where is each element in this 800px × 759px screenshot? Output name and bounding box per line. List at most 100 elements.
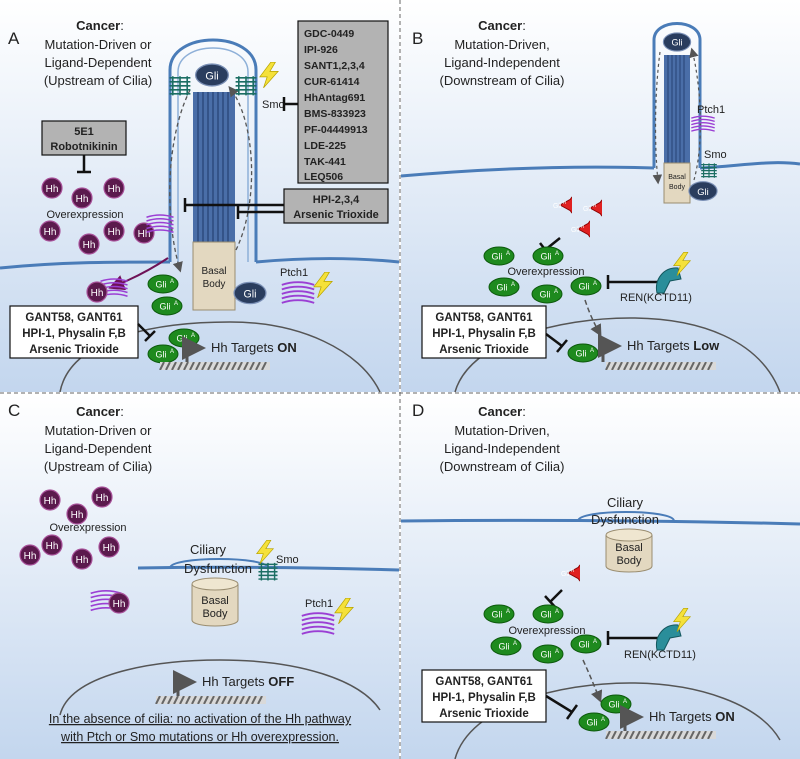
hh-ligand (103, 177, 125, 199)
hh-ligand (91, 486, 113, 508)
panel-d-glia (532, 644, 564, 664)
panel-a-glia (147, 344, 179, 364)
smo-inhibitor: LDE-225 (304, 140, 346, 152)
panel-a-plasma-membrane (0, 257, 400, 270)
panel-d-ciliary-label-1: Ciliary (607, 495, 644, 510)
panel-b-retrograde-arrow (652, 51, 663, 185)
panel-a-smo-inhibitor-box (297, 20, 389, 184)
panel-b-letter: B (412, 29, 423, 48)
panel-a: A Cancer: Mutation-Driven or Ligand-Depe… (0, 18, 400, 393)
panel-b-targets: Hh Targets Low (627, 338, 720, 353)
panel-c-footnote-2: with Ptch or Smo mutations or Hh overexp… (60, 730, 339, 744)
panel-b-title-colon: : (522, 18, 526, 33)
panel-a-smo-label: Smo (262, 99, 285, 111)
panel-c-subtitle-2: Ligand-Dependent (45, 441, 152, 456)
panel-a-cilia-inhibitor-box (283, 188, 389, 224)
smo-inhibitor: SANT1,2,3,4 (304, 60, 365, 72)
panel-b-ptch1-label: Ptch1 (697, 104, 725, 116)
panel-b-basal-label-2: Body (669, 184, 685, 191)
panel-b-gli-inhibitor-3: Arsenic Trioxide (439, 344, 528, 356)
panel-a-glia (147, 274, 179, 294)
panel-a-smo-icon-left (168, 75, 192, 96)
panel-b-gli-inhibitor-2: HPI-1, Physalin F,B (432, 328, 536, 340)
smo-inhibitor: GDC-0449 (304, 28, 354, 40)
panel-b-gli-basal (688, 181, 718, 201)
panel-b-gli-cilia-tip (662, 32, 692, 52)
panel-b-basal-body: Basal Body (663, 162, 691, 204)
hh-ligand (41, 177, 63, 199)
panel-b-targets-state: Low (693, 338, 720, 353)
panel-a-gli-membrane (233, 281, 267, 305)
panel-a-targets: Hh Targets ON (211, 340, 297, 355)
panel-d-defective-cilium (577, 511, 675, 522)
hh-ligand (78, 233, 100, 255)
panel-b-glia (570, 276, 602, 296)
panel-a-smo-icon-right (234, 75, 258, 96)
panel-c-targets-prefix: Hh Targets (202, 674, 268, 689)
panel-b-gli-inhibit-line (545, 333, 563, 347)
panel-d-glia (600, 694, 632, 714)
panel-a-transcription-arrow (182, 336, 206, 362)
smo-inhibitor: HhAntag691 (304, 92, 365, 104)
smo-inhibitor: TAK-441 (304, 156, 346, 168)
smo-inhibitor: CUR-61414 (304, 76, 360, 88)
smo-inhibitor: PF-04449913 (304, 124, 368, 136)
panel-b-gli-inhibitor-1: GANT58, GANT61 (435, 312, 533, 324)
panel-a-targets-prefix: Hh Targets (211, 340, 277, 355)
panel-d-gli-inhibit-line (545, 694, 573, 714)
panel-c-overexpression-label: Overexpression (49, 522, 126, 534)
panel-d-title-bold: Cancer (478, 404, 522, 419)
panel-c-targets: Hh Targets OFF (202, 674, 294, 689)
hh-ligand (19, 544, 41, 566)
panel-b-dna (604, 362, 718, 370)
panel-b-subtitle-2: Ligand-Independent (444, 55, 560, 70)
hh-ligand (103, 220, 125, 242)
panel-c-basal-body: Basal Body (191, 577, 239, 627)
panel-d-gli-inhibitor-2: HPI-1, Physalin F,B (432, 692, 536, 704)
panel-b-axoneme (664, 55, 690, 163)
panel-a-hh-secretion-arrow (108, 257, 169, 291)
panel-a-title-bold: Cancer (76, 18, 120, 33)
panel-b-basal-label-1: Basal (668, 174, 686, 181)
panel-a-subtitle-2: Ligand-Dependent (45, 55, 152, 70)
panel-d-subtitle-1: Mutation-Driven, (454, 423, 549, 438)
panel-a-ptch1-label: Ptch1 (280, 267, 308, 279)
panel-a-title: Cancer: (76, 18, 124, 33)
panel-b-smo-icon (700, 162, 718, 178)
smo-inhibitor: LEQ506 (304, 171, 343, 183)
hh-ligand (71, 187, 93, 209)
panel-a-basal-body: Basal Body (192, 241, 236, 311)
smo-inhibitor: IPI-926 (304, 44, 338, 56)
panel-d-targets: Hh Targets ON (649, 709, 735, 724)
panel-d-glia (532, 604, 564, 624)
panel-b-glia (567, 343, 599, 363)
panel-c-basal-label-2: Body (202, 608, 228, 620)
panel-c: C Cancer: Mutation-Driven or Ligand-Depe… (8, 401, 400, 744)
panel-d-glia (483, 604, 515, 624)
panel-b-gli-inhibitor-box (421, 305, 547, 359)
panel-d-gli-inhibitor-box (421, 669, 547, 723)
panel-d-title-colon: : (522, 404, 526, 419)
panel-a-letter: A (8, 29, 20, 48)
panel-a-glia (168, 328, 200, 348)
panel-d-basal-body: Basal Body (605, 528, 653, 573)
panel-c-subtitle-1: Mutation-Driven or (45, 423, 153, 438)
panel-d: D Cancer: Mutation-Driven, Ligand-Indepe… (400, 401, 800, 759)
panel-d-overexpression-label: Overexpression (508, 625, 585, 637)
panel-b-glia (532, 246, 564, 266)
panel-d-ciliary-label-2: Dysfunction (591, 512, 659, 527)
panel-a-hh-blocker-2: Robotnikinin (50, 141, 117, 153)
panel-b-glia (531, 284, 563, 304)
panel-a-subtitle-3: (Upstream of Cilia) (44, 73, 152, 88)
panel-c-title-colon: : (120, 404, 124, 419)
panel-d-basal-label-1: Basal (615, 542, 643, 554)
hh-ligand (98, 536, 120, 558)
panel-d-nuclear-entry-arrow (582, 659, 603, 703)
panel-a-basal-label-1: Basal (201, 266, 226, 277)
panel-c-smo-label: Smo (276, 554, 299, 566)
panel-d-targets-prefix: Hh Targets (649, 709, 715, 724)
panel-d-gli-inhibitor-3: Arsenic Trioxide (439, 708, 528, 720)
panel-a-basal-label-2: Body (203, 279, 226, 290)
panel-c-nucleus-envelope (59, 659, 381, 716)
panel-a-primary-cilium (168, 38, 258, 262)
